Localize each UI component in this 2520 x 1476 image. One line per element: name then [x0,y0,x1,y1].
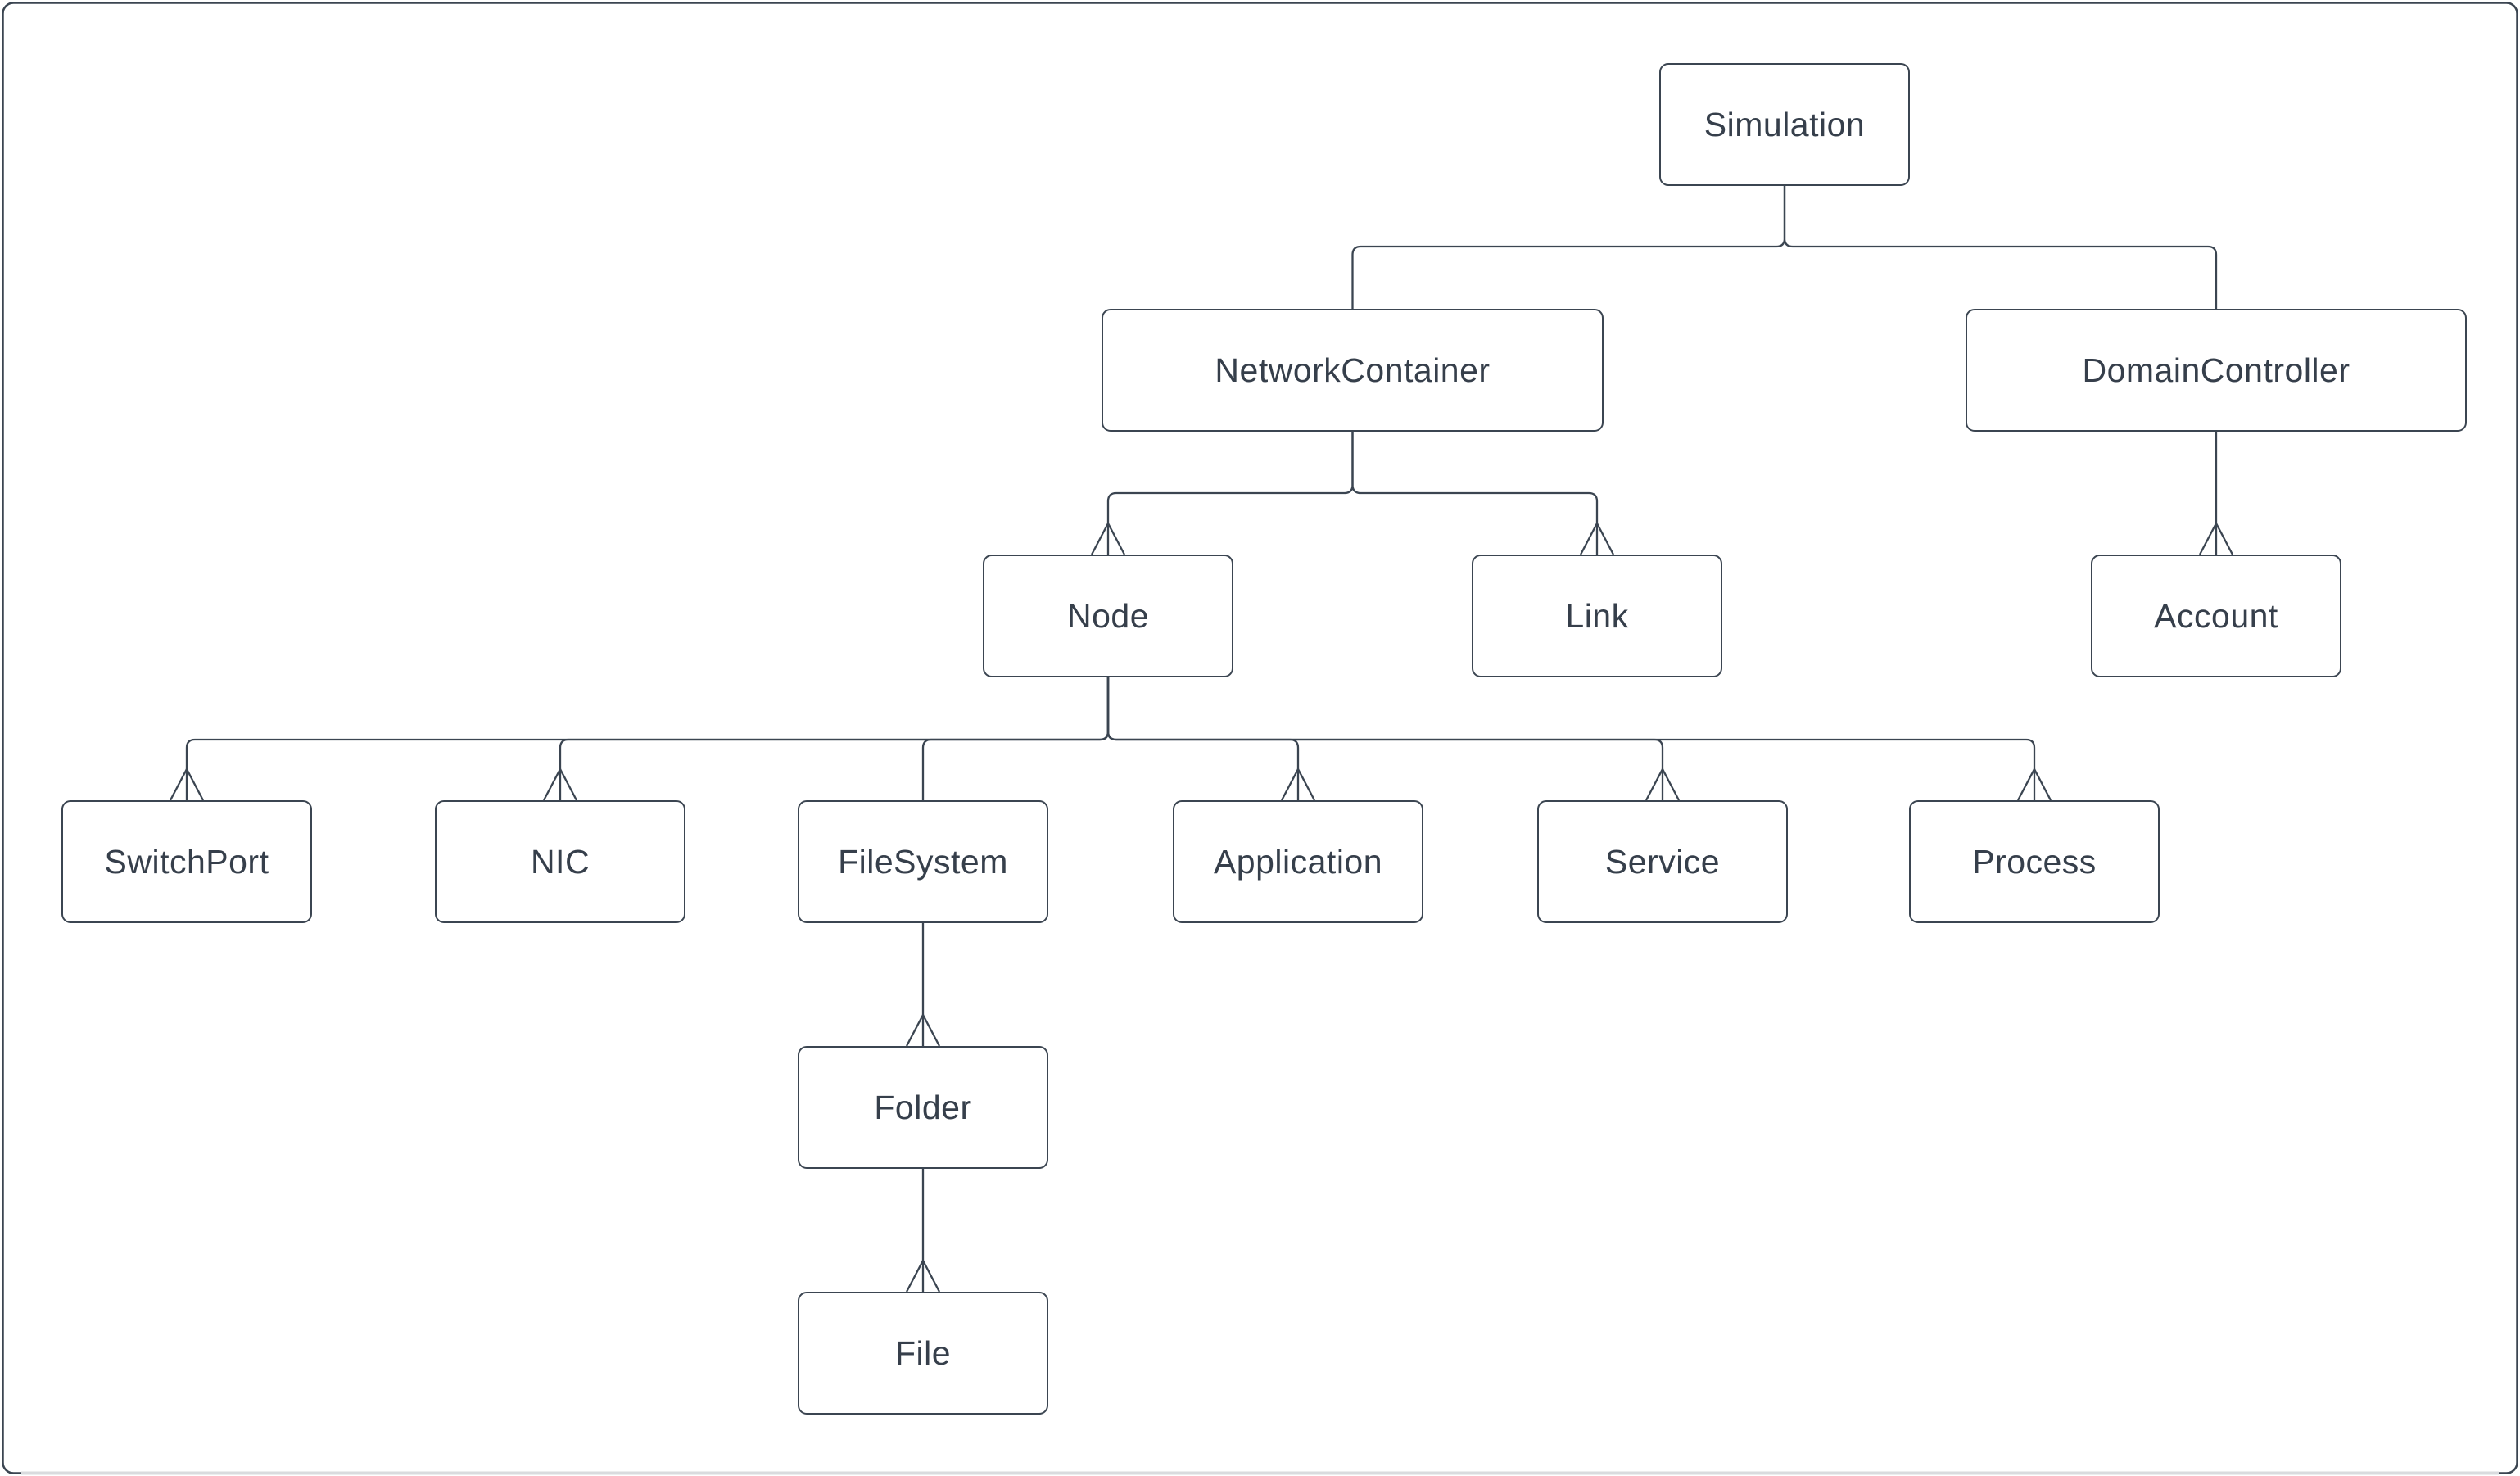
node-box-Account[interactable]: Account [2091,555,2341,677]
node-label-Folder: Folder [874,1088,972,1126]
edge-group [169,186,2234,1293]
node-box-Application[interactable]: Application [1173,800,1423,923]
node-label-NIC: NIC [530,842,590,881]
node-box-Service[interactable]: Service [1537,800,1788,923]
node-label-NetworkContainer: NetworkContainer [1215,351,1491,389]
arrowhead-Link [1579,521,1615,555]
edge-Node-Process [1106,677,2036,800]
arrowhead-Service [1645,767,1681,801]
arrowhead-File [905,1258,941,1293]
node-box-Node[interactable]: Node [983,555,1233,677]
node-label-FileSystem: FileSystem [838,842,1008,881]
arrowhead-Node [1090,521,1126,555]
node-box-SwitchPort[interactable]: SwitchPort [61,800,312,923]
node-label-Link: Link [1565,596,1629,635]
node-box-DomainController[interactable]: DomainController [1966,309,2467,432]
node-box-FileSystem[interactable]: FileSystem [798,800,1048,923]
node-label-Application: Application [1213,842,1383,881]
arrowhead-NIC [542,767,578,801]
node-label-Process: Process [1972,842,2097,881]
arrowhead-Application [1280,767,1316,801]
node-box-NetworkContainer[interactable]: NetworkContainer [1102,309,1604,432]
node-box-File[interactable]: File [798,1292,1048,1415]
node-label-SwitchPort: SwitchPort [104,842,269,881]
edge-Simulation-DomainController [1783,186,2218,309]
node-box-Process[interactable]: Process [1909,800,2160,923]
node-box-Link[interactable]: Link [1472,555,1722,677]
arrowhead-Process [2016,767,2052,801]
node-box-Folder[interactable]: Folder [798,1046,1048,1169]
node-label-Node: Node [1066,596,1149,635]
node-label-DomainController: DomainController [2082,351,2350,389]
edge-NetworkContainer-Link [1351,432,1599,555]
arrowhead-Account [2198,521,2234,555]
node-box-Simulation[interactable]: Simulation [1659,63,1910,186]
node-label-Simulation: Simulation [1703,105,1866,143]
node-label-Account: Account [2154,596,2278,635]
node-box-NIC[interactable]: NIC [435,800,685,923]
arrowhead-SwitchPort [169,767,205,801]
arrowhead-Folder [905,1012,941,1047]
node-label-File: File [894,1333,952,1372]
node-label-Service: Service [1604,842,1721,881]
